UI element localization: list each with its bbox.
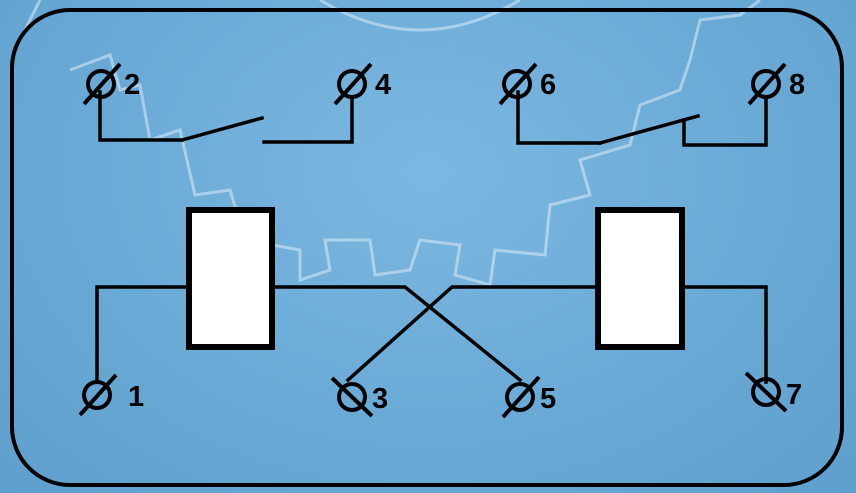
terminal-6[interactable]: 6 (498, 62, 556, 106)
terminal-screw-icon (86, 69, 116, 99)
terminal-slash (330, 376, 374, 418)
wire-terminal-2 (98, 90, 184, 142)
terminal-5[interactable]: 5 (501, 375, 556, 419)
switch-blade-2-4 (179, 115, 265, 143)
terminal-label: 3 (372, 383, 388, 415)
wires (95, 90, 768, 384)
terminal-screw-icon (502, 69, 532, 99)
terminal-slash (78, 373, 118, 417)
wire-terminal-4 (262, 96, 354, 144)
terminal-8[interactable]: 8 (747, 62, 805, 106)
terminal-label: 4 (375, 69, 391, 101)
relay-coil-b (595, 207, 685, 350)
terminal-label: 7 (786, 379, 802, 411)
terminal-screw-icon (751, 69, 781, 99)
wire-terminal-7 (680, 285, 768, 384)
wire-terminal-8 (682, 96, 768, 147)
terminal-label: 2 (124, 69, 140, 101)
terminal-screw-icon (337, 69, 367, 99)
terminal-4[interactable]: 4 (333, 62, 391, 106)
switch-blade-6-8 (597, 113, 701, 146)
terminal-screw-icon (337, 382, 367, 412)
terminal-3[interactable]: 3 (330, 376, 388, 418)
terminal-slash (501, 375, 541, 419)
terminal-slash (333, 62, 373, 106)
terminal-screw-icon (82, 380, 112, 410)
terminal-slash (498, 62, 538, 106)
wire-terminal-1 (95, 285, 192, 384)
terminal-slash (82, 62, 122, 106)
terminal-label: 5 (540, 383, 556, 415)
terminal-slash (744, 371, 788, 413)
terminal-1[interactable]: 1 (78, 373, 144, 417)
relay-housing-outline (10, 8, 844, 487)
terminal-label: 8 (789, 69, 805, 101)
terminal-slash (747, 62, 787, 106)
terminal-label: 1 (128, 381, 144, 413)
terminal-7[interactable]: 7 (744, 371, 802, 413)
wire-coil-a-to-terminal-5 (270, 285, 523, 383)
terminal-label: 6 (540, 69, 556, 101)
terminal-screw-icon (505, 382, 535, 412)
terminal-screw-icon (751, 377, 781, 407)
relay-coil-a (186, 207, 275, 350)
wire-terminal-6 (516, 90, 602, 145)
wire-coil-b-to-terminal-3 (345, 285, 600, 383)
terminal-2[interactable]: 2 (82, 62, 140, 106)
